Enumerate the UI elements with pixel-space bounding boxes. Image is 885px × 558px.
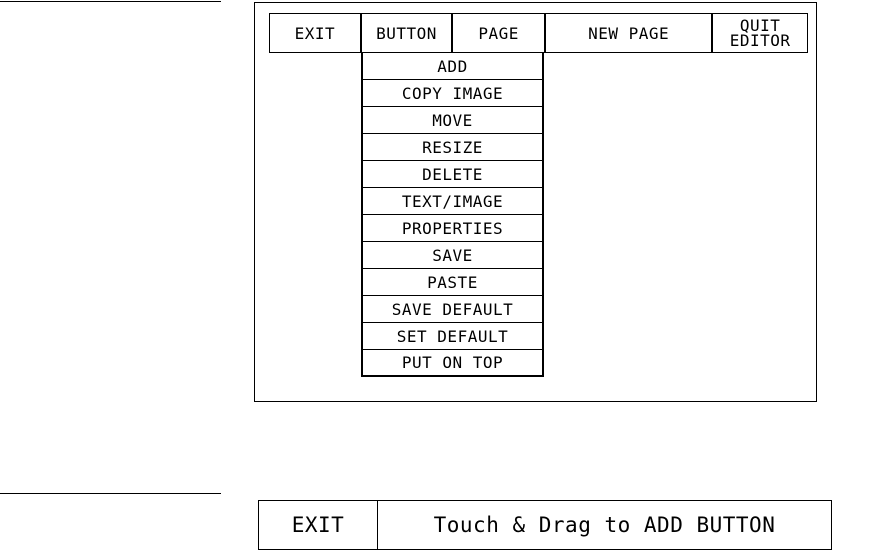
- editor-menubar: EXIT BUTTON PAGE NEW PAGE QUIT EDITOR: [269, 13, 808, 53]
- status-bar: EXIT Touch & Drag to ADD BUTTON: [258, 500, 832, 550]
- menu-item-put-on-top[interactable]: PUT ON TOP: [362, 349, 543, 376]
- menu-item-save-default[interactable]: SAVE DEFAULT: [362, 295, 543, 322]
- exit-button[interactable]: EXIT: [270, 14, 362, 52]
- menu-item-text-image[interactable]: TEXT/IMAGE: [362, 187, 543, 214]
- status-exit-button[interactable]: EXIT: [259, 501, 378, 549]
- menu-item-set-default[interactable]: SET DEFAULT: [362, 322, 543, 349]
- menu-item-save[interactable]: SAVE: [362, 241, 543, 268]
- page-menu-button[interactable]: PAGE: [453, 14, 546, 52]
- top-divider-line: [0, 1, 221, 2]
- status-message: Touch & Drag to ADD BUTTON: [433, 513, 776, 537]
- menu-item-paste[interactable]: PASTE: [362, 268, 543, 295]
- quit-editor-button[interactable]: QUIT EDITOR: [713, 14, 807, 52]
- new-page-button[interactable]: NEW PAGE: [545, 14, 714, 52]
- menu-item-copy-image[interactable]: COPY IMAGE: [362, 79, 543, 106]
- bottom-divider-line: [0, 493, 221, 494]
- button-dropdown-menu: ADD COPY IMAGE MOVE RESIZE DELETE TEXT/I…: [361, 52, 544, 377]
- menu-item-resize[interactable]: RESIZE: [362, 133, 543, 160]
- quit-editor-label-line2: EDITOR: [729, 31, 791, 50]
- menu-item-delete[interactable]: DELETE: [362, 160, 543, 187]
- menu-item-add[interactable]: ADD: [362, 52, 543, 79]
- menu-item-move[interactable]: MOVE: [362, 106, 543, 133]
- quit-editor-label-line1: QUIT: [739, 16, 781, 35]
- editor-screen: EXIT BUTTON PAGE NEW PAGE QUIT EDITOR AD…: [254, 2, 817, 402]
- button-menu-button[interactable]: BUTTON: [361, 14, 454, 52]
- menu-item-properties[interactable]: PROPERTIES: [362, 214, 543, 241]
